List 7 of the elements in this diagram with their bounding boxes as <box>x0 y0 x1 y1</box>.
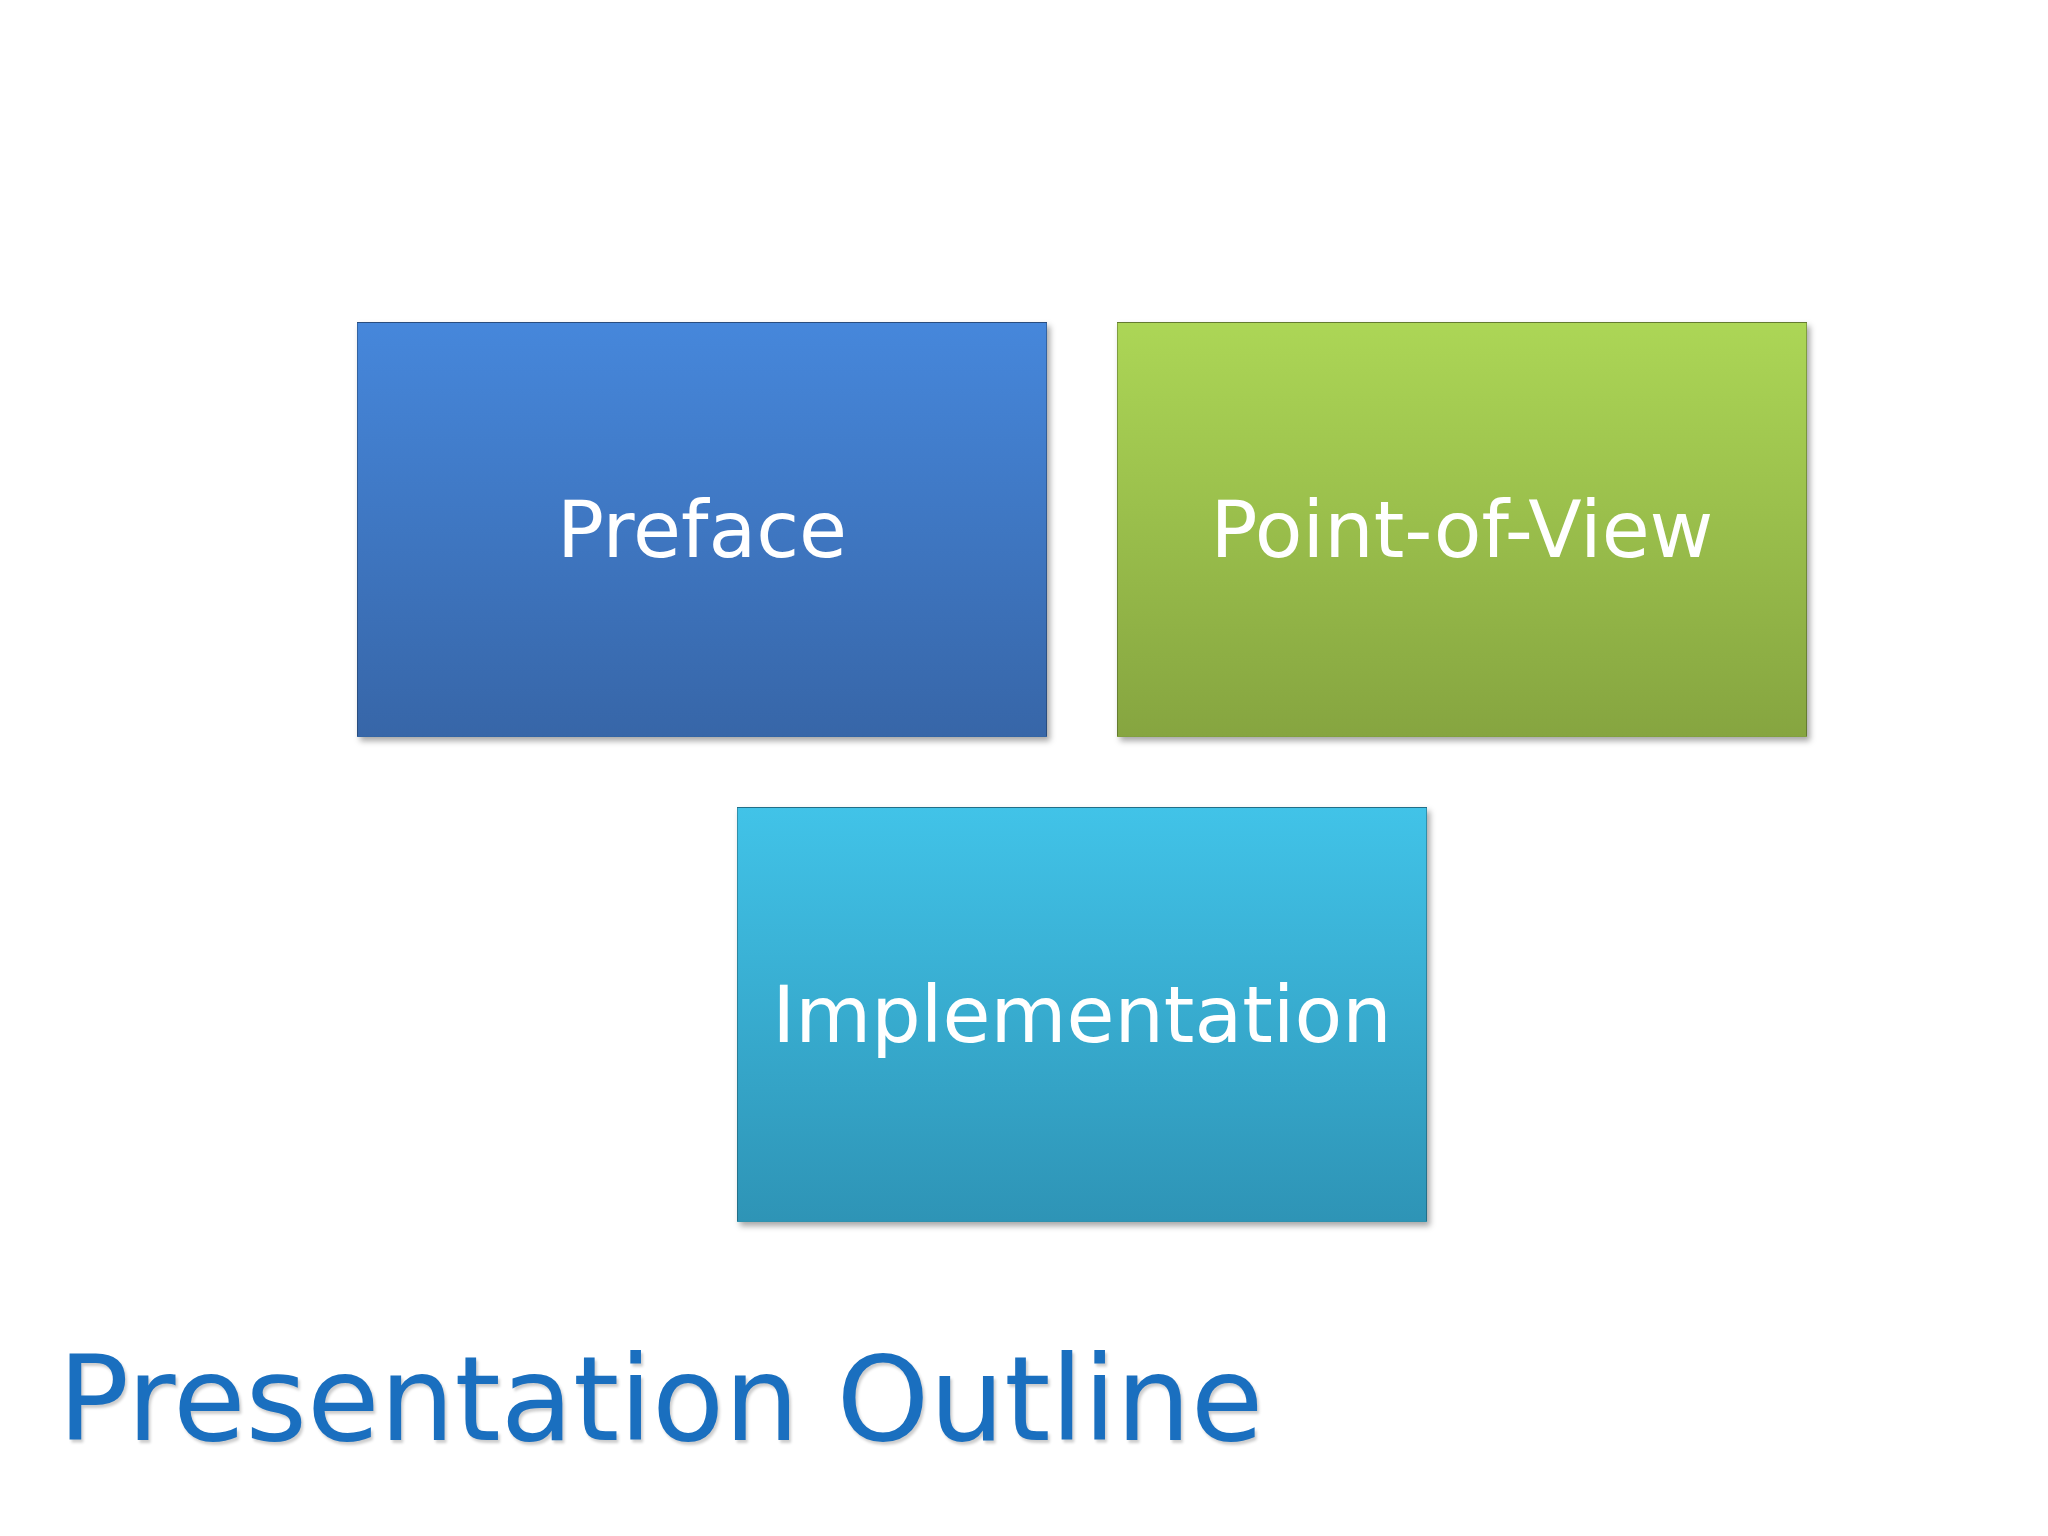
topic-label: Implementation <box>772 969 1392 1060</box>
topic-box <box>357 322 1047 737</box>
topic-box <box>737 807 1427 1222</box>
slide-title: Presentation Outline <box>58 1330 1264 1468</box>
topic-label: Preface <box>556 484 848 575</box>
topic-label: Point-of-View <box>1210 484 1714 575</box>
topic-box <box>1117 322 1807 737</box>
